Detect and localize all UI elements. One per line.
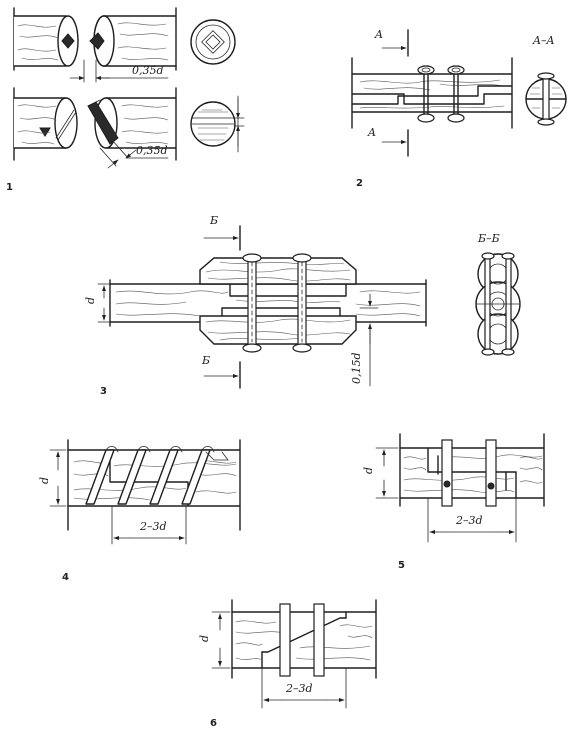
fig1-top-log-left	[13, 7, 79, 71]
fig3-section-mark-top: Б	[209, 214, 218, 227]
fig3-bottom-plate	[199, 315, 357, 345]
fig2-section-mark-top: A	[374, 28, 383, 41]
figure-5-number: 5	[398, 560, 405, 571]
figure-2-number: 2	[356, 178, 363, 189]
fig6-clamps	[279, 603, 325, 677]
fig5-dim-pitch-label: 2–3d	[455, 514, 483, 527]
fig6-dim-d-label: d	[198, 635, 211, 642]
fig5-log	[399, 447, 545, 499]
fig1-bottom-section	[190, 95, 245, 153]
figure-6-number: 6	[210, 718, 217, 729]
figure-1: 0,35d	[6, 7, 245, 193]
fig3-section-view: Б–Б	[475, 232, 521, 356]
fig6-dim-pitch-label: 2–3d	[285, 682, 313, 695]
fig2-section-mark-bottom: A	[367, 126, 376, 139]
fig4-wire-coil	[85, 446, 229, 505]
fig1-dim-bottom-label: 0,35d	[136, 144, 168, 157]
fig6-dim-d: d	[198, 611, 231, 669]
fig1-bottom-log-left	[13, 87, 78, 161]
fig2-upper-log	[351, 73, 513, 105]
fig1-top-log-right	[89, 7, 177, 71]
fig1-top-section	[190, 19, 236, 65]
fig3-dim-offset: 0,15d	[350, 293, 379, 387]
fig1-bottom-log-right	[87, 87, 177, 161]
fig2-section-label: A–A	[532, 34, 554, 47]
fig3-dim-d-label: d	[84, 297, 97, 304]
fig4-dim-pitch-label: 2–3d	[139, 520, 167, 533]
fig1-dim-top-label: 0,35d	[132, 64, 164, 77]
figure-6: d 2–3d 6	[198, 599, 377, 729]
fig2-bolts	[417, 65, 465, 123]
fig4-dim-d: d	[38, 449, 67, 507]
fig5-dim-d: d	[362, 447, 399, 499]
fig5-dim-pitch: 2–3d	[427, 497, 517, 543]
figure-3: Б Б d 0,15d Б–Б	[84, 214, 521, 397]
fig1-top-dim: 0,35d	[69, 59, 169, 83]
fig2-section-marks: A A	[367, 28, 409, 157]
fig6-dim-pitch: 2–3d	[261, 667, 347, 709]
figure-2: A A A–A 2	[351, 28, 567, 189]
fig3-top-plate	[199, 257, 357, 285]
figure-1-number: 1	[6, 182, 13, 193]
fig4-dim-pitch: 2–3d	[111, 505, 187, 545]
fig3-dim-offset-label: 0,15d	[350, 352, 363, 384]
fig4-log	[67, 449, 241, 507]
fig2-lower-log	[351, 85, 513, 113]
fig3-section-label: Б–Б	[477, 232, 500, 245]
fig3-section-marks: Б Б	[201, 214, 241, 389]
fig4-dim-d-label: d	[38, 477, 51, 484]
fig1-bottom-dim: 0,35d	[99, 139, 169, 169]
figure-4: d 2–3d 4	[38, 439, 241, 583]
fig5-clamps	[441, 439, 497, 507]
fig5-dim-d-label: d	[362, 467, 375, 474]
figure-5: d 2–3d 5	[362, 433, 545, 571]
figure-4-number: 4	[62, 572, 69, 583]
fig2-section-view: A–A	[525, 34, 567, 126]
fig3-bolts	[242, 253, 312, 353]
fig3-dim-d: d	[84, 283, 113, 323]
fig3-section-mark-bottom: Б	[201, 354, 210, 367]
fig6-log	[231, 611, 377, 669]
figure-3-number: 3	[100, 386, 107, 397]
